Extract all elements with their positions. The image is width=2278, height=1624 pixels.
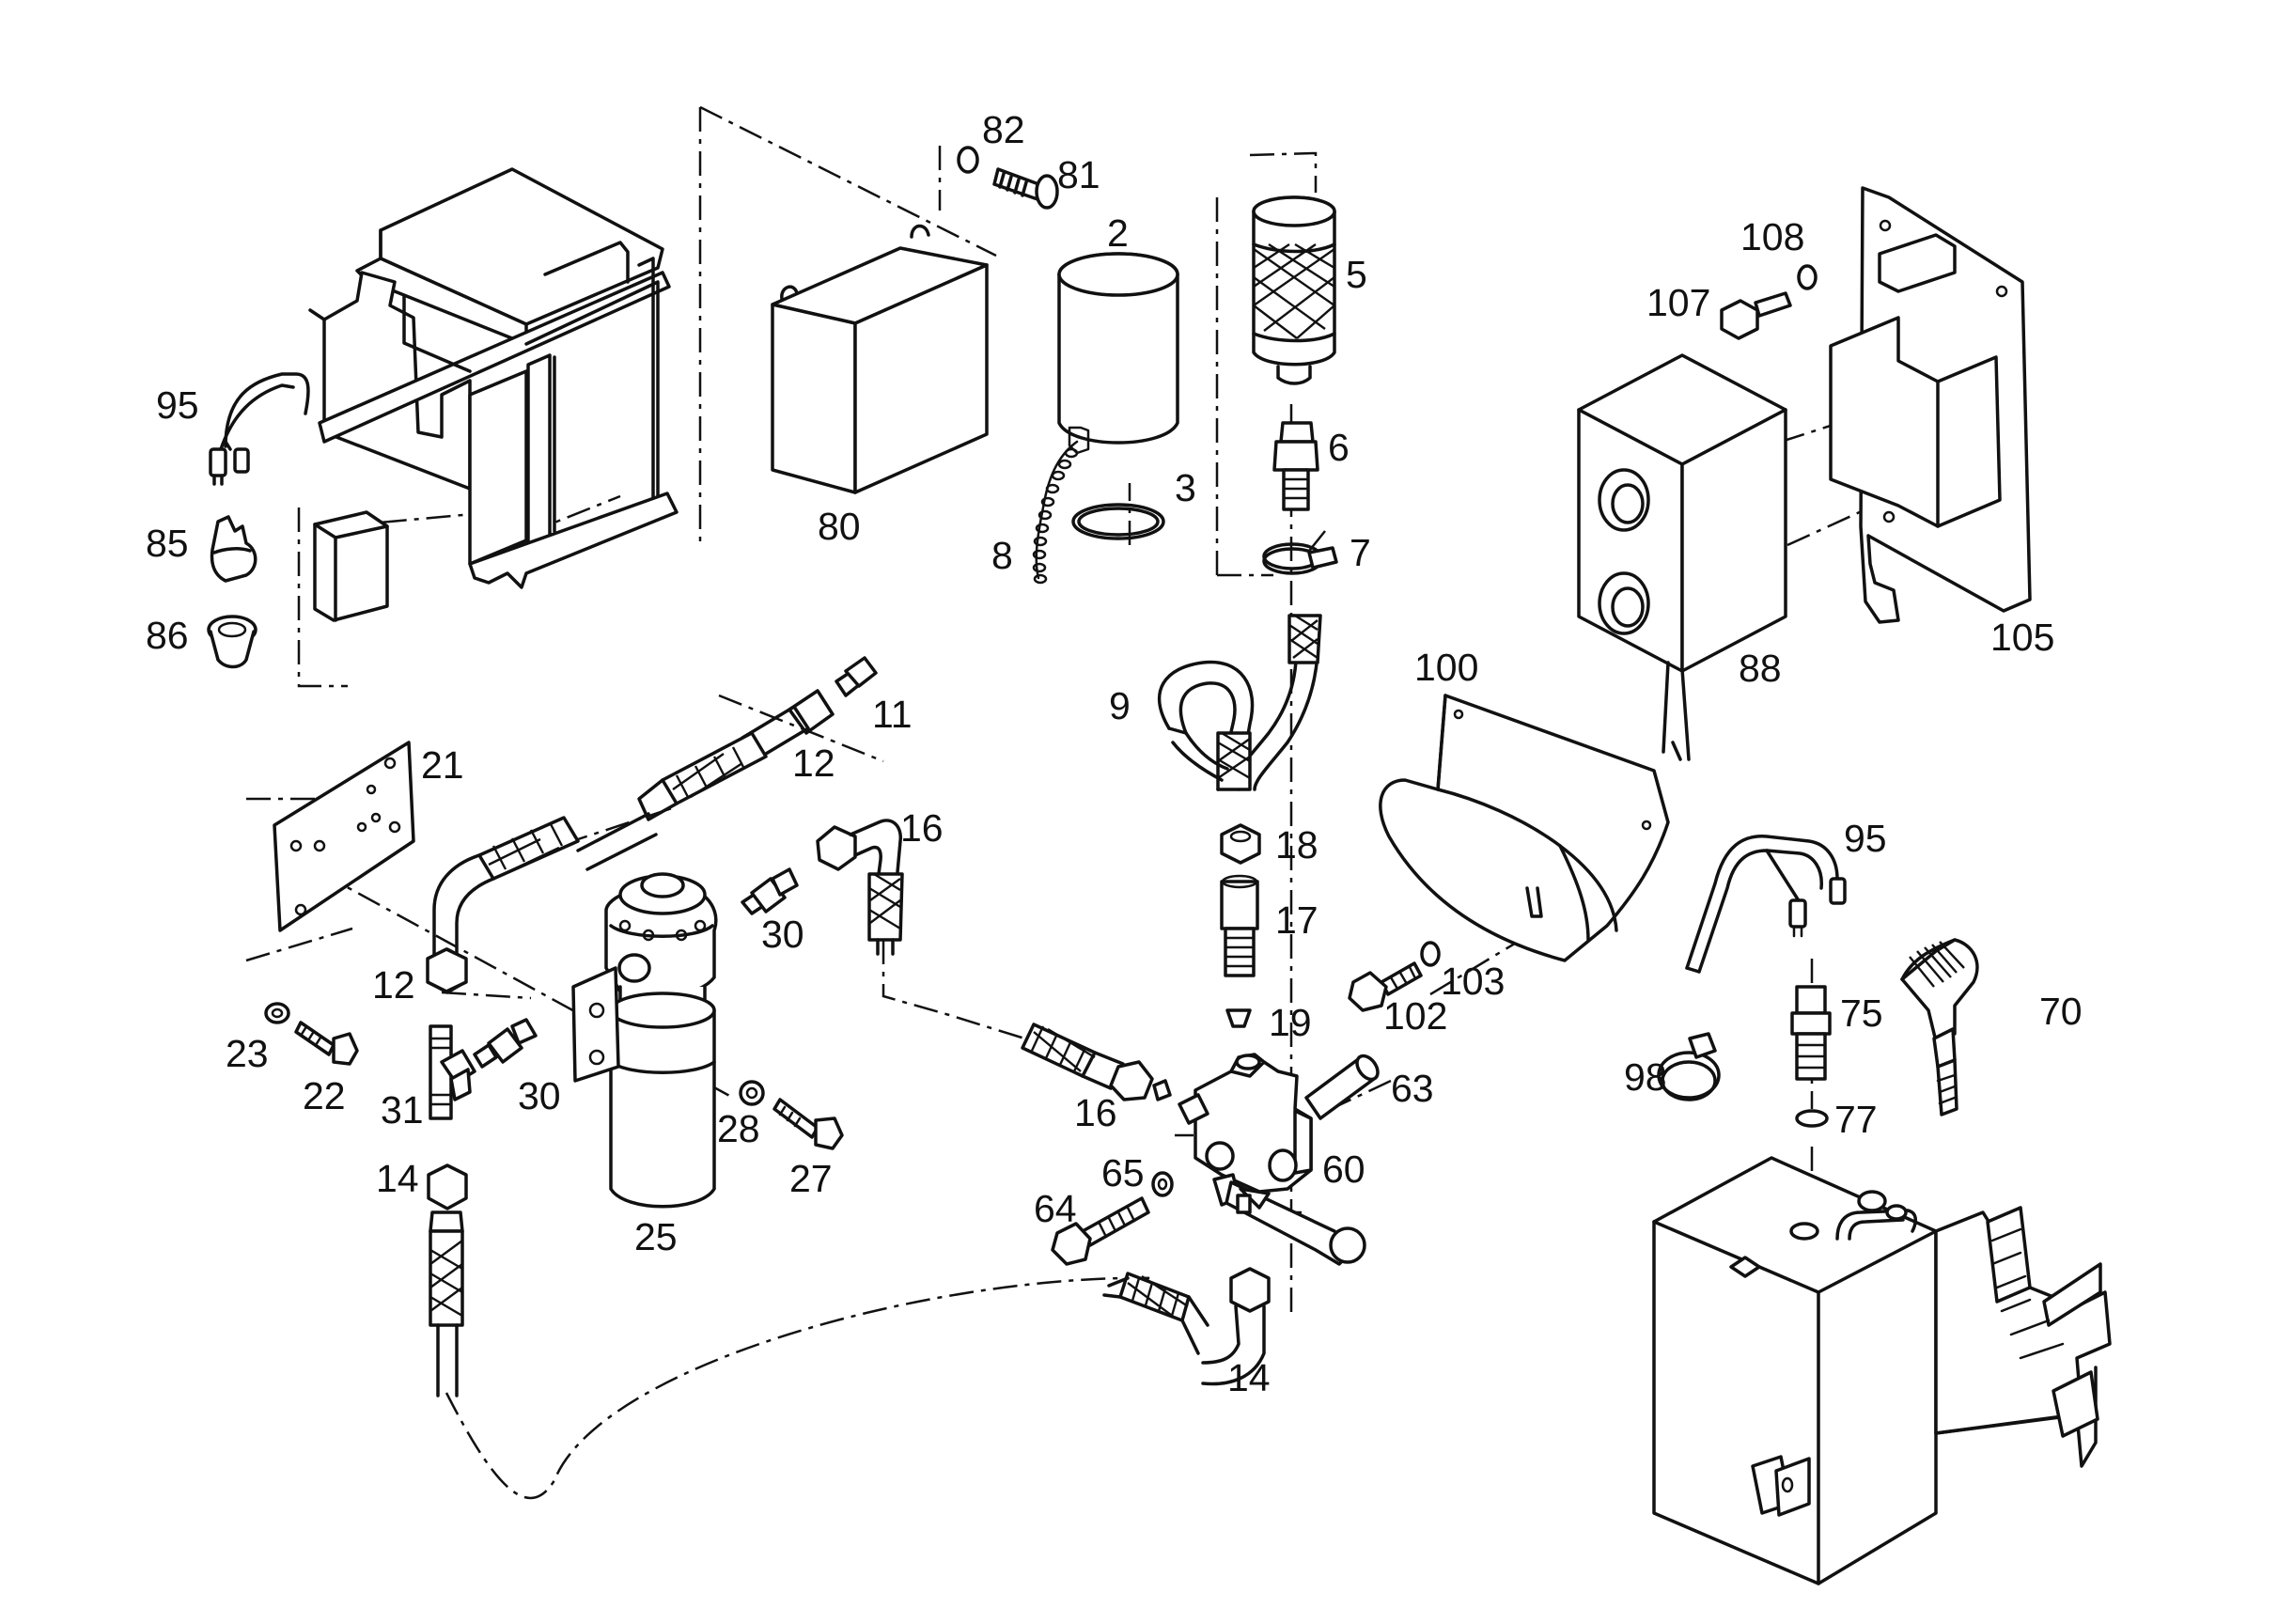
part-number-18: 18	[1275, 823, 1318, 867]
part-number-82: 82	[982, 108, 1025, 151]
part-number-6: 6	[1328, 426, 1350, 469]
part-number-60: 60	[1322, 1148, 1365, 1191]
part-number-80: 80	[818, 505, 861, 548]
part-number-31: 31	[381, 1088, 424, 1132]
olive-19	[1225, 1008, 1252, 1028]
hose-9	[1157, 614, 1322, 791]
part-number-22: 22	[303, 1074, 346, 1117]
part-number-14: 14	[376, 1157, 419, 1200]
part-number-27: 27	[789, 1157, 833, 1200]
part-number-16: 16	[900, 806, 944, 850]
part-number-70: 70	[2039, 990, 2083, 1033]
bolt-107-washer-108	[1720, 264, 1818, 340]
bracket-105	[1829, 186, 2032, 624]
part-number-86: 86	[146, 614, 189, 657]
clamp-98	[1657, 1032, 1721, 1101]
part-number-63: 63	[1391, 1067, 1434, 1110]
nut-12-lower	[426, 947, 468, 993]
cable-95-right	[1685, 835, 1847, 974]
relay-box	[313, 510, 389, 622]
chain-8	[1032, 440, 1079, 585]
sleeve-63	[1304, 1054, 1380, 1120]
washer-23	[264, 1002, 290, 1024]
cap-86	[207, 615, 257, 669]
part-number-25: 25	[634, 1215, 678, 1258]
part-number-19: 19	[1269, 1001, 1312, 1044]
bolt-22	[294, 1021, 359, 1066]
part-number-100: 100	[1414, 646, 1478, 689]
part-number-77: 77	[1834, 1098, 1878, 1141]
part-number-9: 9	[1109, 684, 1131, 727]
sensor-75	[1790, 985, 1832, 1081]
part-number-labels: 95 85 86 82 81 80 2 3 8 5 6 7 108 107 88…	[146, 108, 2083, 1399]
tee-31	[429, 1024, 476, 1120]
washer-28	[739, 1080, 765, 1106]
part-number-107: 107	[1646, 281, 1710, 324]
switch-30-upper	[741, 867, 799, 915]
part-number-95: 95	[1844, 817, 1887, 860]
bolt-102	[1348, 961, 1423, 1012]
washer-103	[1420, 941, 1441, 967]
switch-box-88	[1577, 353, 1787, 761]
part-number-5: 5	[1346, 253, 1367, 296]
hydraulic-tank	[1652, 1156, 2112, 1585]
valve-60	[1178, 1053, 1366, 1266]
part-number-14: 14	[1227, 1356, 1271, 1399]
part-number-65: 65	[1101, 1151, 1145, 1195]
hose-16-lower	[1021, 1023, 1172, 1101]
elbow-70	[1900, 938, 1979, 1116]
part-number-3: 3	[1175, 466, 1196, 509]
washer-65	[1151, 1171, 1174, 1197]
part-number-75: 75	[1840, 992, 1883, 1035]
part-number-95: 95	[156, 383, 199, 427]
part-number-108: 108	[1740, 215, 1804, 258]
part-number-23: 23	[226, 1032, 269, 1075]
nut-18	[1220, 823, 1261, 865]
part-number-102: 102	[1383, 994, 1447, 1038]
cable-95-left	[209, 372, 310, 486]
part-number-2: 2	[1107, 211, 1129, 255]
part-number-17: 17	[1275, 898, 1318, 942]
filler-cap-2	[1057, 252, 1179, 455]
part-number-12: 12	[792, 742, 835, 785]
part-number-98: 98	[1624, 1055, 1667, 1099]
bolt-64	[1051, 1196, 1150, 1266]
breather-filter-5	[1252, 195, 1336, 385]
part-number-85: 85	[146, 522, 189, 565]
hose-clamp-7	[1262, 542, 1338, 575]
mounting-frame	[308, 167, 679, 589]
part-number-30: 30	[761, 913, 804, 956]
part-number-81: 81	[1057, 153, 1100, 196]
seal-3	[1071, 503, 1165, 540]
part-number-64: 64	[1034, 1187, 1077, 1230]
fitting-17	[1220, 874, 1259, 977]
switch-30-lower	[473, 1018, 538, 1069]
part-number-30: 30	[518, 1074, 561, 1117]
part-number-21: 21	[421, 743, 464, 787]
part-number-7: 7	[1350, 531, 1371, 574]
part-number-103: 103	[1441, 960, 1505, 1003]
part-number-8: 8	[991, 534, 1013, 577]
part-number-88: 88	[1739, 647, 1782, 690]
hose-14-bottom	[1102, 1267, 1271, 1386]
part-number-28: 28	[717, 1107, 760, 1150]
bolt-27	[772, 1098, 844, 1150]
bulb-85	[210, 515, 257, 583]
fitting-6	[1272, 421, 1319, 511]
part-number-16: 16	[1074, 1091, 1117, 1134]
screw-81-washer-82	[957, 146, 1059, 210]
guard-100	[1379, 694, 1670, 962]
part-number-11: 11	[872, 693, 913, 736]
control-box-80	[771, 224, 989, 494]
oring-77	[1795, 1109, 1829, 1128]
part-number-105: 105	[1990, 616, 2054, 659]
hose-16-upper	[816, 819, 904, 956]
mounting-plate-21	[273, 741, 415, 932]
part-number-12: 12	[372, 963, 415, 1007]
fitting-11	[835, 656, 878, 697]
filter-25	[571, 872, 718, 1209]
hose-14-left	[427, 1163, 468, 1398]
